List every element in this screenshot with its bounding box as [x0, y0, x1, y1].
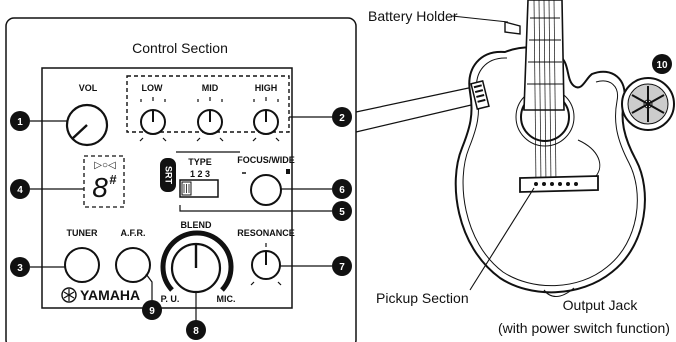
- low-label: LOW: [142, 83, 163, 93]
- zoom-connector: [355, 85, 485, 133]
- mid-label: MID: [202, 83, 219, 93]
- eq-range-ticks: [139, 137, 280, 142]
- callout-leaders: [30, 116, 332, 322]
- high-eq-knob[interactable]: [253, 97, 279, 135]
- svg-text:8: 8: [193, 326, 199, 337]
- type-slide-switch[interactable]: [179, 179, 219, 198]
- tuner-label: TUNER: [67, 228, 98, 238]
- resonance-knob[interactable]: [250, 243, 282, 286]
- blend-knob[interactable]: [170, 242, 222, 294]
- mic-label: MIC.: [217, 294, 236, 304]
- svg-text:2: 2: [339, 113, 345, 124]
- tuner-sharp-sign: #: [109, 172, 117, 187]
- afr-label: A.F.R.: [120, 228, 145, 238]
- svg-text:6: 6: [339, 185, 345, 196]
- high-label: HIGH: [255, 83, 278, 93]
- tuner-button[interactable]: [64, 247, 100, 283]
- guitar-illustration: [454, 0, 646, 294]
- svg-text:5: 5: [339, 207, 345, 218]
- svg-text:4: 4: [17, 185, 23, 196]
- control-panel-frame: [5, 17, 357, 342]
- svg-text:10: 10: [656, 60, 668, 71]
- eq-group-box: [126, 75, 290, 133]
- yamaha-medallion-icon: [621, 77, 675, 131]
- svg-text:3: 3: [17, 263, 23, 274]
- guitar-leaders: [451, 15, 575, 298]
- svg-text:1: 1: [17, 117, 23, 128]
- tuner-display: [83, 155, 125, 208]
- focus-wide-label: FOCUS/WIDE: [237, 155, 295, 165]
- callout-badge-5: 5: [332, 201, 352, 221]
- callout-badge-8: 8: [186, 320, 206, 340]
- wide-mark: [286, 169, 290, 174]
- yamaha-brand: YAMAHA: [80, 287, 140, 303]
- callout-badge-6: 6: [332, 179, 352, 199]
- svg-text:9: 9: [149, 306, 155, 317]
- callout-badge-10: 10: [652, 54, 672, 74]
- srt-badge: [160, 158, 176, 192]
- focus-wide-button[interactable]: [250, 174, 282, 206]
- svg-text:7: 7: [339, 262, 345, 273]
- callout-badge-2: 2: [332, 107, 352, 127]
- volume-knob[interactable]: [65, 103, 109, 147]
- callout-badge-4: 4: [10, 179, 30, 199]
- callout-badge-1: 1: [10, 111, 30, 131]
- type-label: TYPE: [188, 157, 212, 167]
- battery-holder-label: Battery Holder: [368, 8, 458, 24]
- callout-badge-9: 9: [142, 300, 162, 320]
- pu-label: P. U.: [161, 294, 180, 304]
- callout-badge-7: 7: [332, 256, 352, 276]
- resonance-label: RESONANCE: [237, 228, 295, 238]
- blend-scale-arc: [160, 230, 234, 292]
- yamaha-tuning-fork-icon: [61, 287, 77, 303]
- afr-button[interactable]: [115, 247, 151, 283]
- srt-label: SRT: [164, 166, 174, 185]
- tuner-indicator-arrows: ▷○◁: [94, 160, 116, 171]
- control-panel-inner: [41, 67, 293, 309]
- vol-label: VOL: [79, 83, 98, 93]
- control-section-title: Control Section: [132, 40, 228, 56]
- output-jack-label: Output Jack: [563, 297, 639, 313]
- callout-badge-3: 3: [10, 257, 30, 277]
- type-positions: 1 2 3: [190, 169, 210, 179]
- output-jack-note: (with power switch function): [498, 320, 670, 336]
- tuner-digit: 8: [92, 172, 108, 203]
- low-eq-knob[interactable]: [140, 97, 166, 135]
- pickup-section-label: Pickup Section: [376, 290, 469, 306]
- mid-eq-knob[interactable]: [197, 97, 223, 135]
- blend-label: BLEND: [181, 220, 212, 230]
